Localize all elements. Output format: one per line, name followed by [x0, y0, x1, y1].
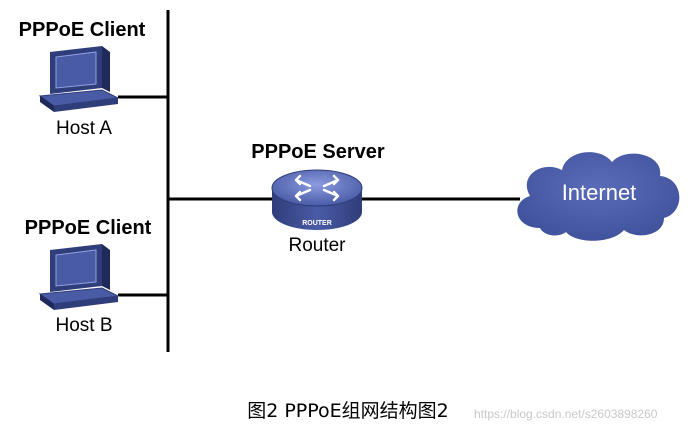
host-a-computer-icon [38, 46, 120, 112]
internet-label: Internet [562, 180, 637, 205]
internet-cloud-icon: Internet [517, 152, 680, 241]
host-b-computer-icon [38, 244, 120, 310]
host-a-role-label: PPPoE Client [19, 19, 146, 41]
router-name: Router [288, 235, 346, 256]
router-icon: ROUTER [271, 169, 363, 230]
watermark: https://blog.csdn.net/s2603898260 [474, 407, 658, 421]
server-role-label: PPPoE Server [251, 141, 385, 163]
host-a-name: Host A [56, 118, 112, 139]
router-device-text: ROUTER [302, 220, 332, 227]
host-b-role-label: PPPoE Client [25, 217, 152, 239]
host-b-name: Host B [55, 315, 112, 336]
figure-caption: 图2 PPPoE组网结构图2 [247, 400, 449, 422]
